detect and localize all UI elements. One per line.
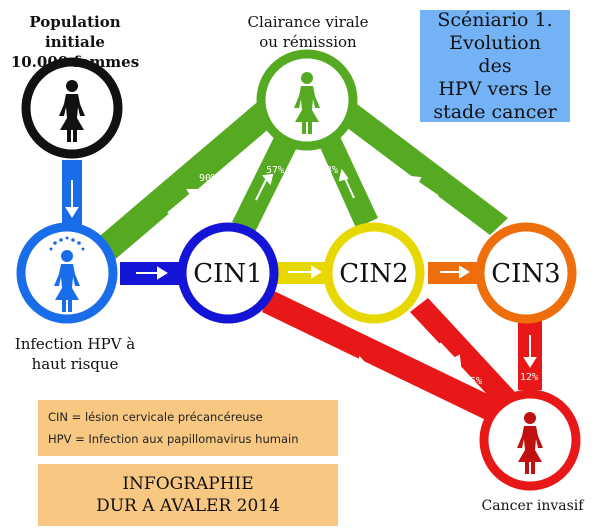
node-hpv-infection (16, 222, 118, 324)
band-hpv-to-clearance (95, 93, 285, 262)
pct-cin1-to-cancer: 1% (381, 375, 393, 386)
cin3-label: CIN3 (491, 259, 560, 289)
arrow-cin2-to-cancer (439, 342, 457, 361)
pct-hpv-to-clearance: 90% (199, 173, 217, 184)
node-cancer (479, 389, 581, 491)
credit-box: INFOGRAPHIE DUR A AVALER 2014 (38, 464, 338, 526)
node-clearance (256, 49, 358, 151)
credit-line-1: INFOGRAPHIE (122, 474, 254, 494)
credit-line-2: DUR A AVALER 2014 (96, 496, 280, 516)
clearance-label: Clairance virale ou rémission (228, 12, 388, 52)
node-cin1: CIN1 (177, 222, 279, 324)
arrow-cin1-to-clearance (255, 175, 269, 201)
arrow-cin2-to-clearance (343, 175, 355, 199)
node-cin3: CIN3 (475, 222, 577, 324)
population-line-2: 10.000 femmes (10, 53, 140, 71)
band-cin2-to-cancer (410, 298, 515, 406)
pct-cin1-to-clearance: 57% (266, 165, 284, 176)
cancer-label: Cancer invasif (481, 498, 584, 514)
cin1-label: CIN1 (193, 259, 262, 289)
clearance-line-2: ou rémission (259, 33, 357, 51)
population-line-1: Population initiale (29, 13, 121, 51)
pct-cin3-to-clearance: 32% (386, 167, 404, 178)
pct-cin2-to-cancer: 5% (470, 376, 482, 387)
node-population (21, 57, 123, 159)
node-cin2: CIN2 (323, 222, 425, 324)
clearance-line-1: Clairance virale (247, 13, 369, 31)
legend-cin: CIN = lésion cervicale précancéreuse (48, 410, 263, 424)
scenario-line-1: Scéniario 1. (437, 8, 553, 31)
scenario-line-2: Evolution des (449, 31, 541, 77)
population-label: Population initiale 10.000 femmes (0, 12, 150, 72)
infection-label: Infection HPV à haut risque (0, 334, 150, 374)
pct-cin2-to-clearance: 43% (320, 165, 338, 176)
legend-hpv: HPV = Infection aux papillomavirus humai… (48, 432, 299, 446)
band-cin1-to-cancer (262, 290, 500, 422)
virus-dots-icon (49, 236, 85, 251)
arrow-hpv-to-clearance (167, 192, 193, 214)
scenario-line-4: stade cancer (433, 100, 557, 123)
legend-box: CIN = lésion cervicale précancéreuse HPV… (38, 400, 338, 456)
scenario-box: Scéniario 1. Evolution des HPV vers le s… (420, 8, 570, 123)
band-cin3-to-clearance (330, 95, 508, 235)
infection-line-1: Infection HPV à (14, 335, 136, 353)
scenario-line-3: HPV vers le (438, 77, 552, 100)
infection-line-2: haut risque (31, 355, 119, 373)
cin2-label: CIN2 (339, 259, 408, 289)
pct-cin3-to-cancer: 12% (520, 372, 538, 383)
